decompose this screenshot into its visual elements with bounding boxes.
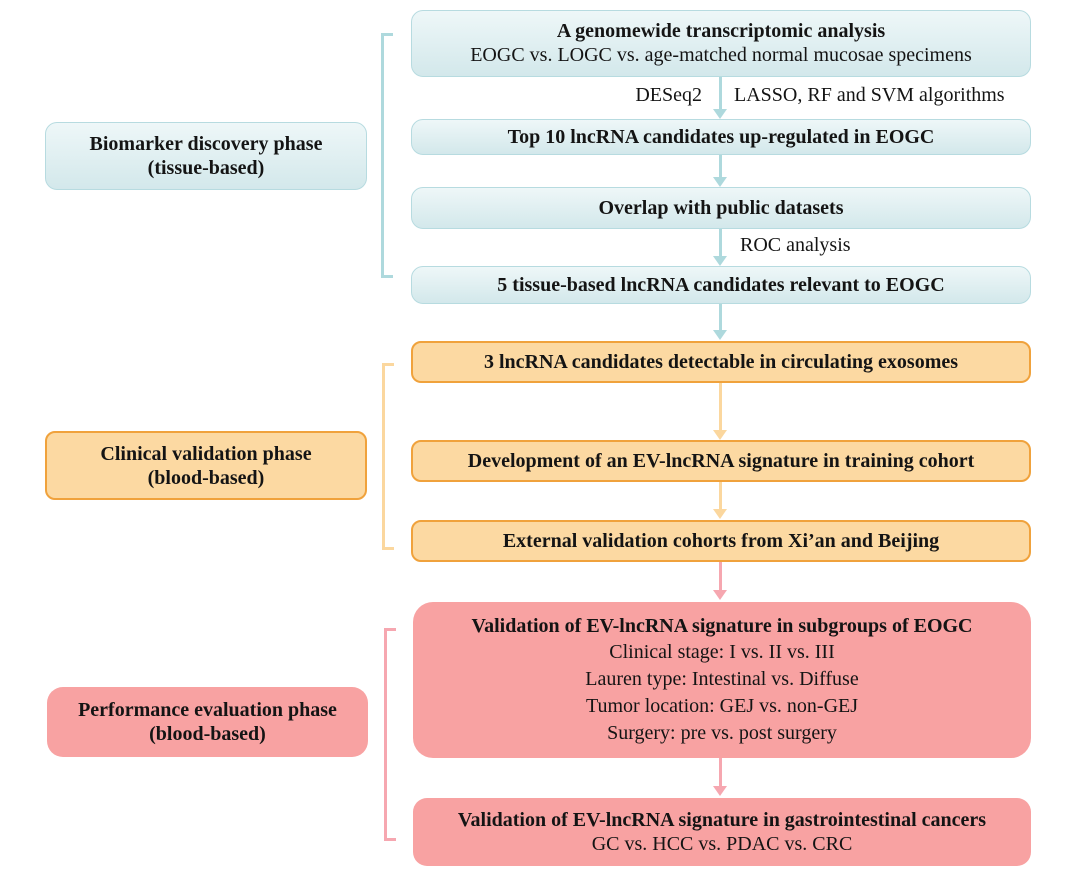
box9-title: Validation of EV-lncRNA signature in gas… xyxy=(457,808,987,831)
phase-evaluation-line2: (blood-based) xyxy=(149,723,266,745)
arrow-stem xyxy=(718,155,722,177)
box8-line-lauren-type: Lauren type: Intestinal vs. Diffuse xyxy=(585,668,859,690)
phase-label-discovery: Biomarker discovery phase (tissue-based) xyxy=(45,122,367,190)
flow-box-5-tissue-lncrna: 5 tissue-based lncRNA candidates relevan… xyxy=(411,266,1031,304)
arrow-down-8 xyxy=(712,758,728,796)
arrow-stem xyxy=(718,482,722,509)
box1-subtitle: EOGC vs. LOGC vs. age-matched normal muc… xyxy=(470,44,972,66)
box9-subtitle: GC vs. HCC vs. PDAC vs. CRC xyxy=(591,832,853,855)
box8-line-tumor-location: Tumor location: GEJ vs. non-GEJ xyxy=(585,695,859,717)
arrow-head-icon xyxy=(713,786,727,796)
arrow-stem xyxy=(718,77,722,109)
box5-title: 3 lncRNA candidates detectable in circul… xyxy=(483,351,959,373)
phase-validation-line2: (blood-based) xyxy=(147,466,265,489)
arrow-head-icon xyxy=(713,109,727,119)
flow-box-3-lncrna-exosomes: 3 lncRNA candidates detectable in circul… xyxy=(411,341,1031,383)
arrow-head-icon xyxy=(713,509,727,519)
arrow-down-7 xyxy=(712,562,728,600)
box4-title: 5 tissue-based lncRNA candidates relevan… xyxy=(497,274,945,296)
arrow-head-icon xyxy=(713,430,727,440)
arrow-stem xyxy=(718,304,722,330)
arrow-down-2 xyxy=(712,155,728,187)
box1-title: A genomewide transcriptomic analysis xyxy=(556,20,886,42)
phase-discovery-line1: Biomarker discovery phase xyxy=(89,133,323,155)
arrow-head-icon xyxy=(713,330,727,340)
arrow-stem xyxy=(718,562,722,590)
arrow-stem xyxy=(718,383,722,430)
phase-label-validation: Clinical validation phase (blood-based) xyxy=(45,431,367,500)
box7-title: External validation cohorts from Xi’an a… xyxy=(502,530,940,552)
bracket-discovery xyxy=(381,33,393,278)
flow-box-subgroups-eogc: Validation of EV-lncRNA signature in sub… xyxy=(413,602,1031,758)
phase-validation-line1: Clinical validation phase xyxy=(100,442,312,465)
arrow3-label-roc: ROC analysis xyxy=(740,234,851,256)
phase-label-evaluation: Performance evaluation phase (blood-base… xyxy=(47,687,368,757)
flow-box-ev-lncrna-signature: Development of an EV-lncRNA signature in… xyxy=(411,440,1031,482)
arrow1-label-deseq2: DESeq2 xyxy=(635,84,702,106)
flow-box-overlap-datasets: Overlap with public datasets xyxy=(411,187,1031,229)
flow-box-gastrointestinal-cancers: Validation of EV-lncRNA signature in gas… xyxy=(413,798,1031,866)
arrow-head-icon xyxy=(713,256,727,266)
arrow-stem xyxy=(718,229,722,256)
bracket-validation xyxy=(382,363,394,550)
arrow-down-6 xyxy=(712,482,728,519)
flow-box-external-validation: External validation cohorts from Xi’an a… xyxy=(411,520,1031,562)
box3-title: Overlap with public datasets xyxy=(598,197,844,219)
arrow-head-icon xyxy=(713,590,727,600)
box2-title: Top 10 lncRNA candidates up-regulated in… xyxy=(507,126,935,148)
bracket-evaluation xyxy=(384,628,396,841)
box6-title: Development of an EV-lncRNA signature in… xyxy=(467,450,975,472)
arrow-down-5 xyxy=(712,383,728,440)
box8-title: Validation of EV-lncRNA signature in sub… xyxy=(471,615,973,637)
arrow1-label-algorithms: LASSO, RF and SVM algorithms xyxy=(734,84,1005,106)
arrow-down-1 xyxy=(712,77,728,119)
box8-line-surgery: Surgery: pre vs. post surgery xyxy=(607,722,837,744)
arrow-down-3 xyxy=(712,229,728,266)
flow-box-transcriptomic-analysis: A genomewide transcriptomic analysis EOG… xyxy=(411,10,1031,77)
arrow-head-icon xyxy=(713,177,727,187)
phase-evaluation-line1: Performance evaluation phase xyxy=(78,699,337,721)
box8-line-clinical-stage: Clinical stage: I vs. II vs. III xyxy=(609,641,835,663)
arrow-down-4 xyxy=(712,304,728,340)
phase-discovery-line2: (tissue-based) xyxy=(147,157,265,179)
flow-box-top10-lncrna: Top 10 lncRNA candidates up-regulated in… xyxy=(411,119,1031,155)
arrow-stem xyxy=(718,758,722,786)
